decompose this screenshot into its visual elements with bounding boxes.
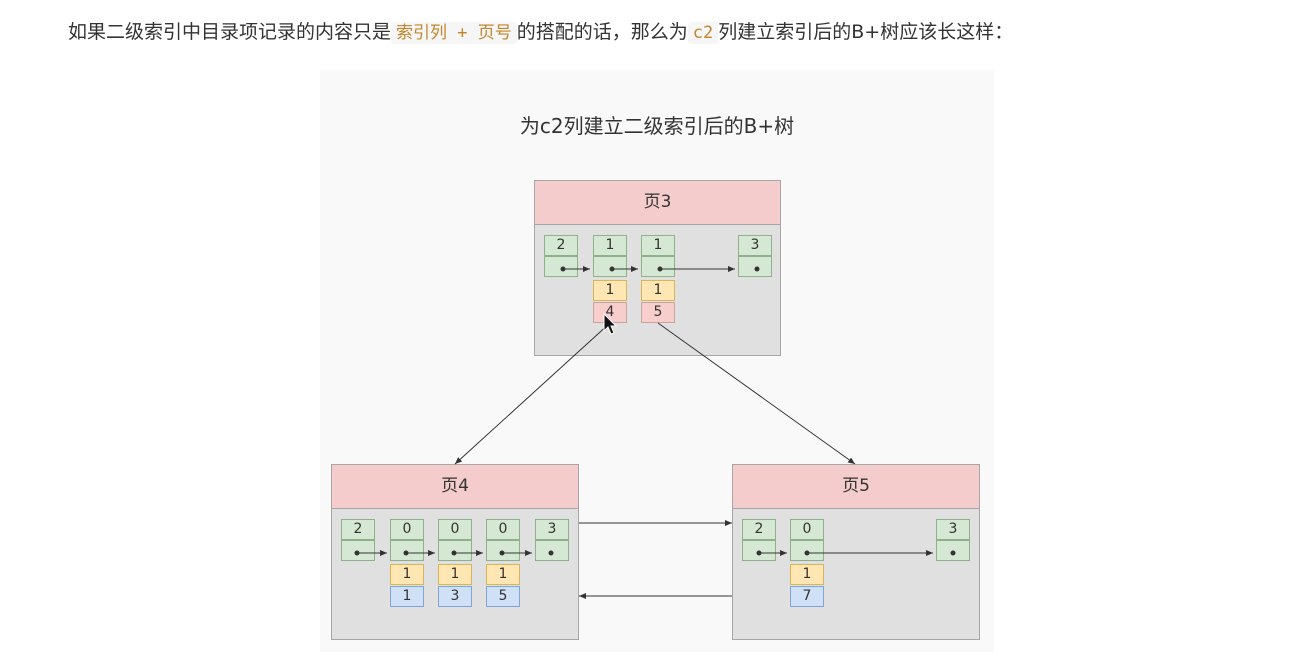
page4-record2-key: 0 bbox=[390, 519, 424, 540]
page-3-box: 页3 2 1 1 4 1 1 5 3 bbox=[534, 180, 781, 356]
mouse-cursor-icon bbox=[603, 313, 618, 335]
page3-record2-c2: 1 bbox=[593, 280, 627, 301]
page5-record3-next bbox=[936, 540, 970, 561]
page4-record3-pk: 3 bbox=[438, 586, 472, 607]
inline-code-index-page: 索引列 + 页号 bbox=[391, 22, 517, 44]
page3-record3-next bbox=[641, 256, 675, 277]
page4-record1-key: 2 bbox=[341, 519, 375, 540]
page5-record1-key: 2 bbox=[742, 519, 776, 540]
page3-record3-page: 5 bbox=[641, 302, 675, 323]
page4-record4-key: 0 bbox=[486, 519, 520, 540]
page3-record1-key: 2 bbox=[544, 235, 578, 256]
page5-record2-c2: 1 bbox=[790, 564, 824, 585]
page3-record1-next bbox=[544, 256, 578, 277]
page5-record2-pk: 7 bbox=[790, 586, 824, 607]
page5-record2-key: 0 bbox=[790, 519, 824, 540]
page4-record2-c2: 1 bbox=[390, 564, 424, 585]
page3-record4-key: 3 bbox=[738, 235, 772, 256]
page4-record5-key: 3 bbox=[535, 519, 569, 540]
page5-record1-next bbox=[742, 540, 776, 561]
page-5-box: 页5 2 0 1 7 3 bbox=[732, 464, 980, 640]
page4-record4-next bbox=[486, 540, 520, 561]
page4-record5-next bbox=[535, 540, 569, 561]
page3-record4-next bbox=[738, 256, 772, 277]
page-4-label: 页4 bbox=[332, 465, 578, 509]
page4-record4-c2: 1 bbox=[486, 564, 520, 585]
page-5-label: 页5 bbox=[733, 465, 979, 509]
page3-record2-key: 1 bbox=[593, 235, 627, 256]
page5-record2-next bbox=[790, 540, 824, 561]
page4-record2-next bbox=[390, 540, 424, 561]
page4-record4-pk: 5 bbox=[486, 586, 520, 607]
btree-diagram: 为c2列建立二级索引后的B+树 页3 2 1 1 4 1 1 5 3 页4 2 … bbox=[320, 70, 994, 652]
intro-text-2: 的搭配的话，那么为 bbox=[516, 21, 688, 43]
intro-text-3: 列建立索引后的B+树应该长这样： bbox=[718, 21, 1014, 43]
page-3-label: 页3 bbox=[535, 181, 780, 225]
page4-record2-pk: 1 bbox=[390, 586, 424, 607]
intro-text-1: 如果二级索引中目录项记录的内容只是 bbox=[68, 21, 392, 43]
page3-record3-c2: 1 bbox=[641, 280, 675, 301]
page5-record3-key: 3 bbox=[936, 519, 970, 540]
page3-record2-next bbox=[593, 256, 627, 277]
page4-record3-key: 0 bbox=[438, 519, 472, 540]
page4-record1-next bbox=[341, 540, 375, 561]
inline-code-c2: c2 bbox=[687, 22, 719, 44]
diagram-title: 为c2列建立二级索引后的B+树 bbox=[519, 114, 795, 138]
page4-record3-next bbox=[438, 540, 472, 561]
page4-record3-c2: 1 bbox=[438, 564, 472, 585]
page-4-box: 页4 2 0 1 1 0 1 3 0 1 5 3 bbox=[331, 464, 579, 640]
page3-record3-key: 1 bbox=[641, 235, 675, 256]
